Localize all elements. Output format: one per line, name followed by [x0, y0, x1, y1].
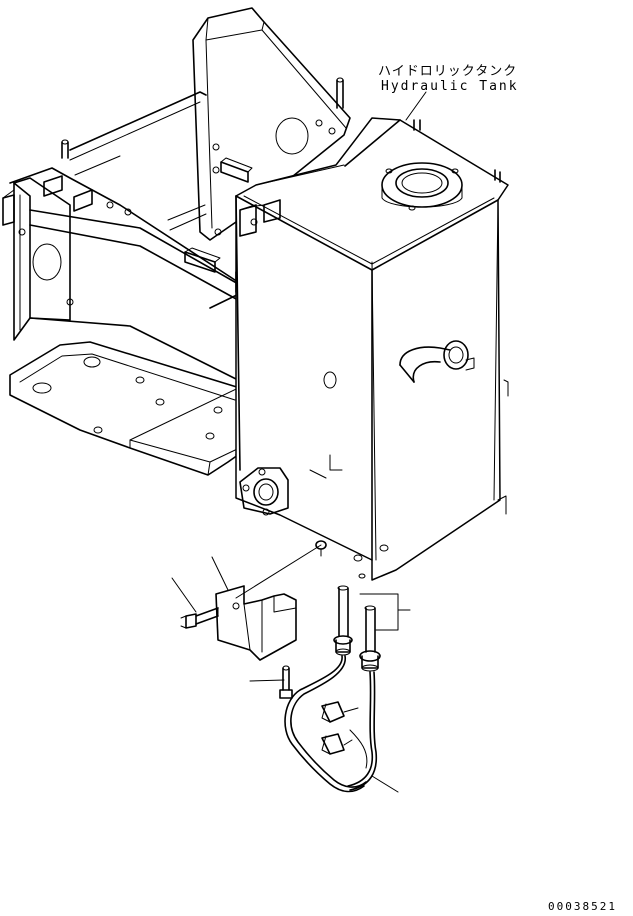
hydraulic-tank: [235, 117, 509, 581]
exploded-centerline-1: [235, 544, 322, 599]
sensor-1: [333, 585, 353, 656]
drawing-number: 00038521: [548, 900, 617, 913]
leader-harness: [371, 775, 399, 793]
hydraulic-tank-label-en: Hydraulic Tank: [381, 79, 519, 94]
leader-bolt-bottom: [249, 679, 285, 682]
return-port-flange: [443, 340, 469, 370]
wire-harness: [284, 655, 378, 793]
leader-bolt-side: [171, 577, 197, 613]
frame-side-hole: [32, 243, 62, 281]
sensor-callout-bracket: [359, 593, 399, 631]
sensor-bracket: [215, 585, 297, 661]
leader-bracket: [211, 556, 229, 591]
bracket-bolt-bottom: [279, 665, 293, 699]
side-mount-flange: [239, 467, 289, 516]
leader-hydraulic-tank: [405, 91, 427, 121]
bracket-bolt-side: [180, 607, 219, 629]
sensor-2: [359, 605, 381, 672]
hydraulic-tank-label-jp: ハイドロリックタンク: [378, 64, 518, 79]
tank-bottom-bolt: [315, 540, 327, 557]
tower-port-hole: [275, 117, 309, 155]
